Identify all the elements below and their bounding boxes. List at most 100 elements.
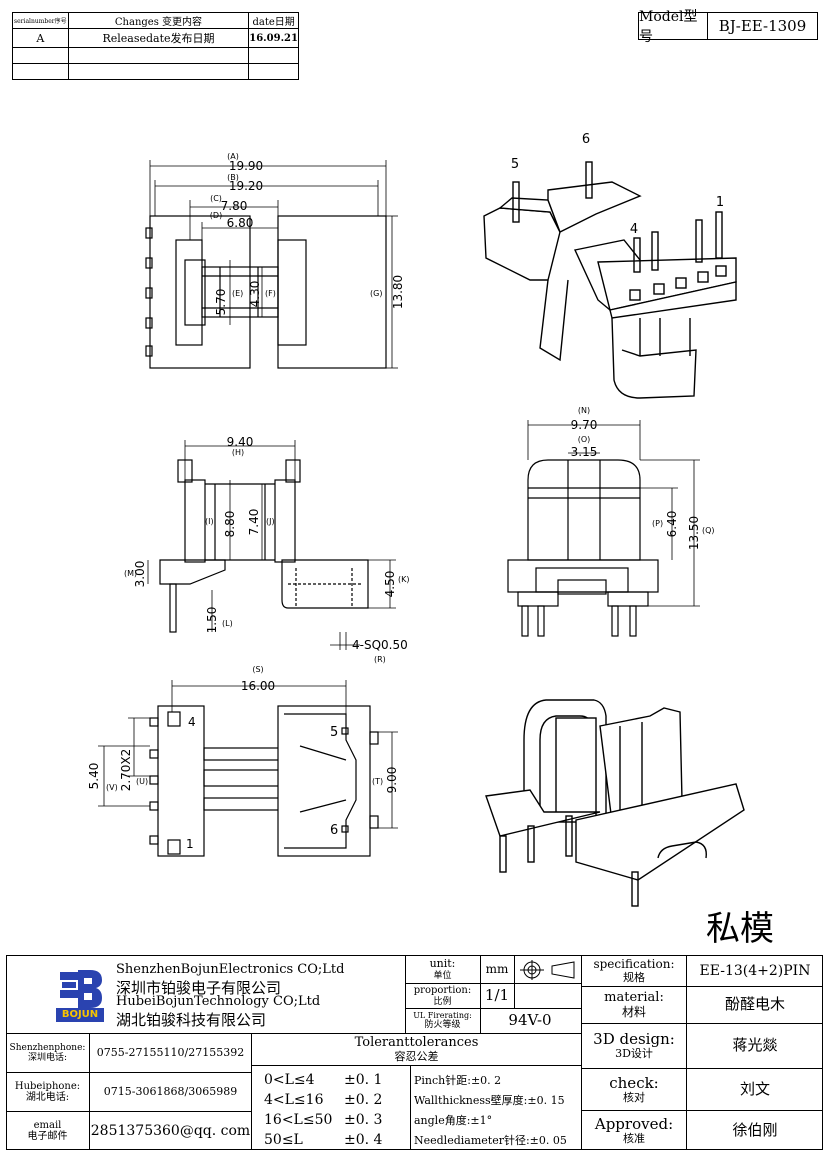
front-view xyxy=(507,459,659,637)
check-value: 刘文 xyxy=(739,1079,770,1098)
dim-l: 1.50 xyxy=(205,607,219,634)
material-label: material:材料 xyxy=(604,989,664,1019)
dim-a: 19.90 xyxy=(229,159,263,173)
dim-k: 4.50 xyxy=(383,571,397,598)
isometric-view-top xyxy=(483,161,737,399)
tol-range-1: 4<L≤16 xyxy=(264,1092,324,1108)
dim-q-label: (Q) xyxy=(702,526,715,535)
hb-phone-label: Hubeiphone:湖北电话: xyxy=(14,1080,81,1104)
side-view-dims xyxy=(147,440,396,650)
isometric-view-bottom xyxy=(485,699,745,907)
bottom-view xyxy=(149,705,379,857)
dim-v-label: (V) xyxy=(106,783,118,792)
dim-s: 16.00 xyxy=(241,679,275,693)
dim-n: 9.70 xyxy=(571,418,598,432)
dim-s-label: (S) xyxy=(252,665,263,674)
spec-label: specification:规格 xyxy=(593,956,675,984)
dim-t-label: (T) xyxy=(372,777,383,786)
pin-label-1: 1 xyxy=(716,195,724,210)
dim-n-label: (N) xyxy=(578,406,590,415)
bottom-pin-label-1: 1 xyxy=(186,837,194,851)
dim-l-label: (L) xyxy=(222,619,233,628)
ul-label: UL Firerating:防火等级 xyxy=(413,1011,472,1031)
logo-text: BOJUN xyxy=(56,1008,104,1022)
bottom-pin-label-6: 6 xyxy=(330,823,338,838)
side-view xyxy=(159,459,369,633)
model-box: Model型号 BJ-EE-1309 xyxy=(638,9,818,45)
dim-f: 4.30 xyxy=(248,281,262,308)
front-view-dims xyxy=(527,420,700,607)
company-cn-2: 湖北铂骏科技有限公司 xyxy=(116,1011,267,1029)
dim-g-label: (G) xyxy=(370,289,382,298)
private-mold-label: 私模 xyxy=(706,909,774,949)
tol-range-3: 50≤L xyxy=(264,1132,303,1148)
model-value: BJ-EE-1309 xyxy=(718,17,807,35)
sz-phone: 0755-27155110/27155392 xyxy=(96,1045,245,1059)
sz-phone-label: Shenzhenphone:深圳电话: xyxy=(9,1042,86,1063)
company-cn-1: 深圳市铂骏电子有限公司 xyxy=(116,979,282,997)
projection-symbol-icon xyxy=(518,960,578,980)
spec-value: EE-13(4+2)PIN xyxy=(699,962,811,979)
design-label: 3D design:3D设计 xyxy=(593,1030,675,1061)
bottom-pin-label-4: 4 xyxy=(188,715,196,729)
tol-value-2: ±0. 3 xyxy=(344,1112,383,1128)
dim-m-label: (M) xyxy=(124,569,137,578)
dim-p-label: (P) xyxy=(652,519,663,528)
tol-value-0: ±0. 1 xyxy=(344,1072,383,1088)
dim-c-label: (C) xyxy=(210,194,222,203)
dim-b: 19.20 xyxy=(229,179,263,193)
pin-label-5: 5 xyxy=(511,157,519,172)
dim-j-label: (J) xyxy=(266,517,275,526)
tol-range-0: 0<L≤4 xyxy=(264,1072,315,1088)
title-block xyxy=(6,955,823,1150)
dim-d-label: (D) xyxy=(210,211,222,220)
dim-k-label: (K) xyxy=(398,575,410,584)
company-en-1: ShenzhenBojunElectronics CO;Ltd xyxy=(116,962,345,977)
dim-m: 3.00 xyxy=(133,561,147,588)
pin-label-6: 6 xyxy=(582,132,590,147)
proportion-label: proportion:比例 xyxy=(413,985,472,1007)
unit-label: unit:单位 xyxy=(429,957,456,981)
dim-r: 4-SQ0.50 xyxy=(352,638,408,652)
dim-v: 5.40 xyxy=(87,763,101,790)
bojun-logo: BOJUN xyxy=(56,968,104,1024)
dim-i: 8.80 xyxy=(223,511,237,538)
design-value: 蒋光燚 xyxy=(732,1036,778,1055)
dim-h-label: (H) xyxy=(232,448,244,457)
material-value: 酚醛电木 xyxy=(724,995,785,1014)
company-en-2: HubeiBojunTechnology CO;Ltd xyxy=(116,994,321,1009)
dim-o-label: (O) xyxy=(578,435,591,444)
technical-drawing: (A) 19.90 (B) 19.20 (C) 7.80 (D) 6.80 5.… xyxy=(87,132,774,949)
dim-e-label: (E) xyxy=(232,289,243,298)
dim-i-label: (I) xyxy=(205,517,214,526)
top-view xyxy=(145,215,387,369)
dim-e: 5.70 xyxy=(214,289,228,316)
tol-note-2: angle角度:±1° xyxy=(414,1114,493,1127)
pin-label-4: 4 xyxy=(630,222,638,237)
dim-q: 13.50 xyxy=(687,516,701,550)
top-view-dims xyxy=(149,160,398,369)
dim-r-label: (R) xyxy=(374,655,386,664)
rev-change: Releasedate发布日期 xyxy=(67,28,250,48)
proportion-value: 1/1 xyxy=(484,986,510,1005)
dim-c: 7.80 xyxy=(221,199,248,213)
dim-g: 13.80 xyxy=(391,275,405,309)
dim-f-label: (F) xyxy=(265,289,276,298)
check-label: check:核对 xyxy=(609,1073,659,1104)
approved-label: Approved:核准 xyxy=(594,1114,674,1145)
tol-note-3: Needlediameter针径:±0. 05 xyxy=(414,1134,567,1147)
email: 2851375360@qq. com xyxy=(90,1122,251,1139)
tolerance-title: Toleranttolerances 容忍公差 xyxy=(354,1034,479,1063)
dim-p: 6.40 xyxy=(665,511,679,538)
tolerance-notes: Pinch针距:±0. 2 Wallthickness壁厚度:±0. 15 an… xyxy=(414,1071,567,1151)
dim-b-label: (B) xyxy=(227,173,239,182)
tol-range-2: 16<L≤50 xyxy=(264,1112,333,1128)
dim-o: 3.15 xyxy=(571,445,598,459)
bottom-pin-label-5: 5 xyxy=(330,725,338,740)
tol-note-1: Wallthickness壁厚度:±0. 15 xyxy=(414,1094,565,1107)
dim-h: 9.40 xyxy=(227,435,254,449)
dim-d: 6.80 xyxy=(227,216,254,230)
dim-j: 7.40 xyxy=(247,509,261,536)
unit-value: mm xyxy=(485,961,509,976)
